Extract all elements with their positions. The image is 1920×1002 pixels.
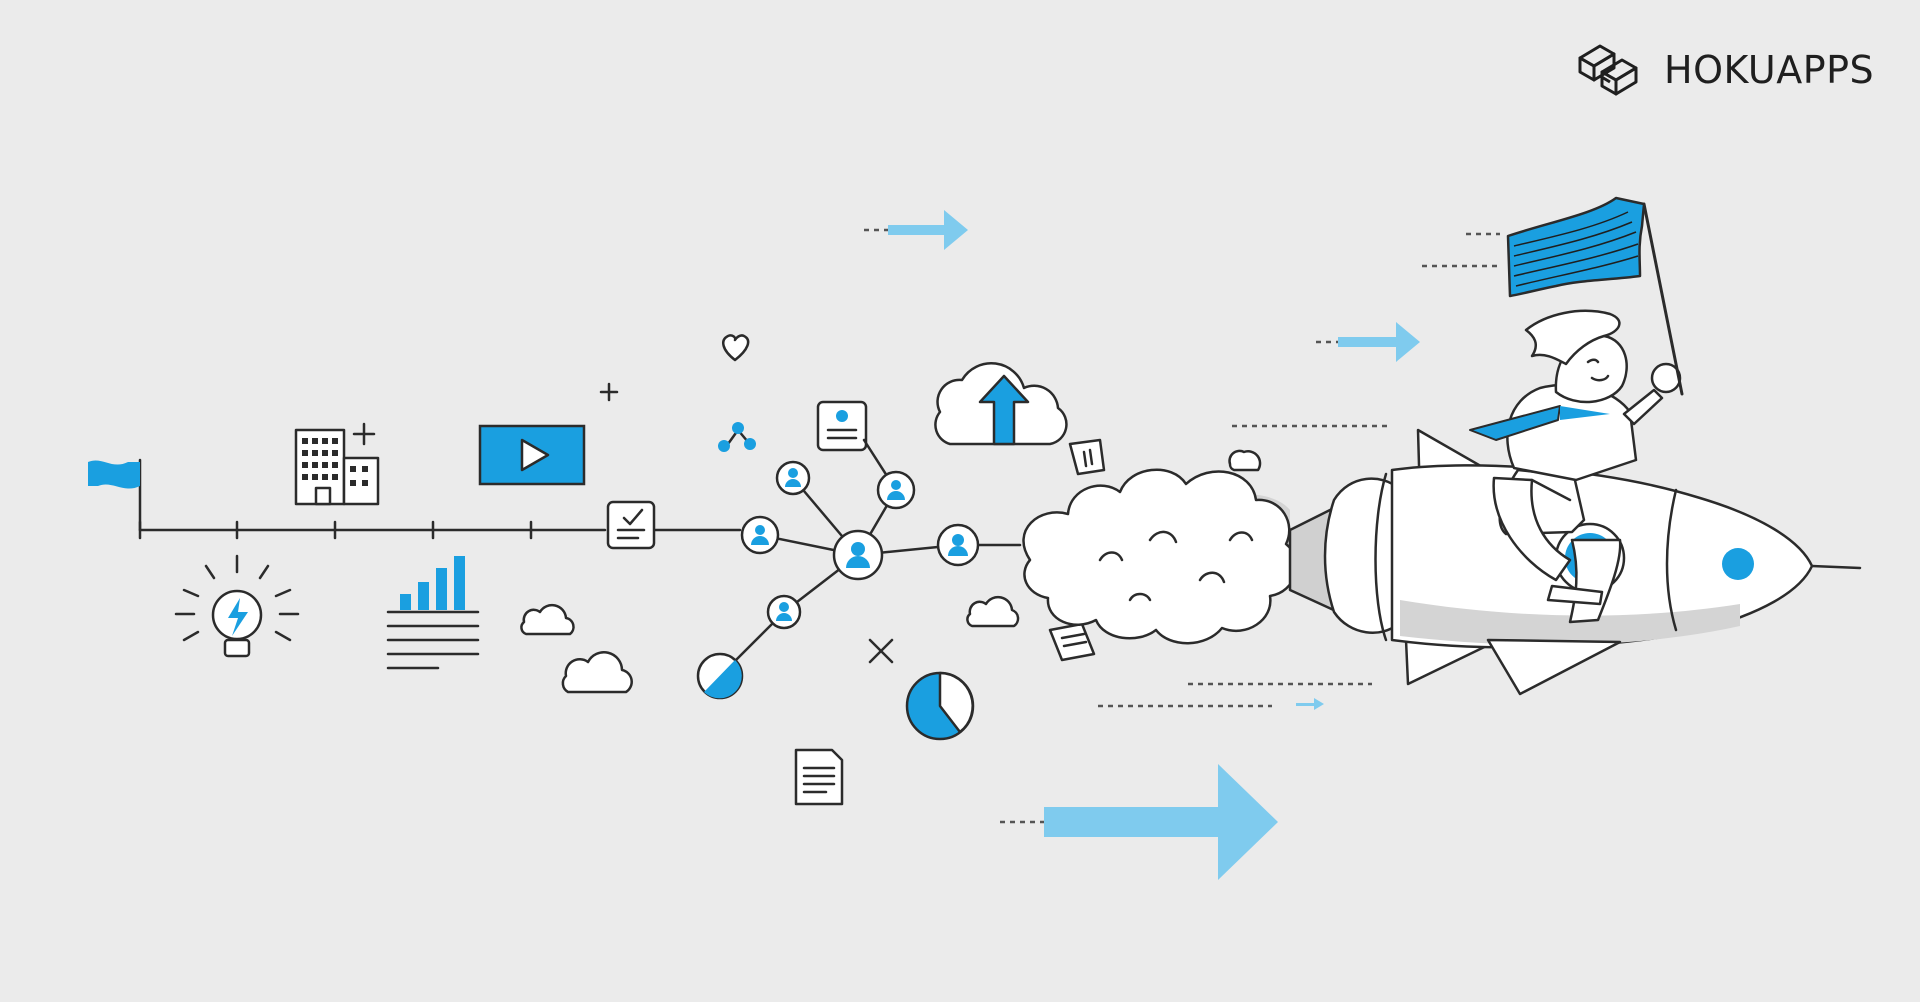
heart-icon bbox=[722, 334, 750, 362]
office-building-icon bbox=[294, 422, 380, 506]
video-play-icon bbox=[478, 424, 586, 486]
checklist-icon bbox=[606, 500, 656, 550]
close-mark-icon bbox=[868, 638, 894, 664]
start-flag-icon bbox=[88, 458, 142, 532]
paper-scrap-icon bbox=[1160, 484, 1198, 522]
small-cloud bbox=[966, 595, 1020, 628]
small-cloud bbox=[1228, 449, 1262, 472]
arrow-icon bbox=[1000, 764, 1278, 880]
small-cloud bbox=[520, 603, 575, 636]
small-cloud bbox=[561, 651, 633, 694]
share-icon bbox=[718, 422, 756, 452]
rocket-icon bbox=[1288, 428, 1862, 696]
plus-mark bbox=[599, 382, 619, 402]
person-waving-flag-icon bbox=[1469, 196, 1684, 624]
pie-chart-icon bbox=[905, 671, 975, 741]
brand-logo: HOKUAPPS bbox=[1570, 30, 1900, 110]
bar-chart-icon bbox=[386, 556, 480, 670]
paper-scrap-icon bbox=[1048, 622, 1096, 662]
pie-chart-icon bbox=[696, 652, 744, 700]
smoke-cloud-icon bbox=[1022, 468, 1298, 645]
arrow-icon bbox=[864, 210, 968, 250]
brand-name: HOKUAPPS bbox=[1664, 48, 1875, 92]
user-card-icon bbox=[816, 400, 868, 452]
timeline bbox=[138, 520, 742, 540]
document-icon bbox=[794, 748, 844, 806]
paper-scrap-icon bbox=[1068, 438, 1106, 476]
people-network-icon bbox=[718, 438, 1022, 678]
lightbulb-icon bbox=[174, 554, 300, 658]
cloud-upload-icon bbox=[934, 362, 1068, 446]
arrow-icon bbox=[1296, 698, 1324, 710]
interlocking-blocks-logo-icon bbox=[1578, 44, 1638, 96]
arrow-icon bbox=[1316, 322, 1420, 362]
